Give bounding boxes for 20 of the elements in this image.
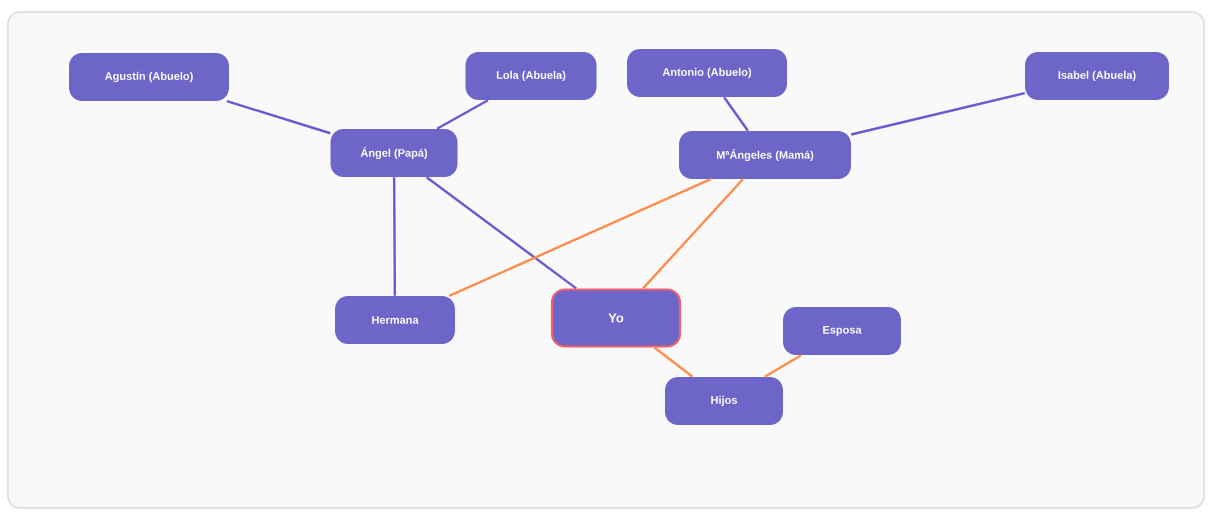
- connector-line: [850, 91, 1026, 136]
- person-box: Antonio (Abuelo): [627, 49, 787, 97]
- connector-line: [448, 178, 712, 297]
- person-box: Lola (Abuela): [465, 52, 597, 100]
- connector-line: [642, 178, 744, 290]
- person-box: Hijos: [665, 377, 783, 425]
- connector-line: [436, 99, 489, 130]
- person-box: Esposa: [783, 307, 901, 355]
- connector-line: [425, 176, 577, 290]
- connector-line: [653, 346, 694, 378]
- connector-line: [226, 100, 331, 135]
- connector-line: [723, 96, 749, 132]
- connector-line: [392, 177, 397, 296]
- person-box: Ángel (Papá): [330, 129, 458, 177]
- person-box: Hermana: [335, 296, 455, 344]
- person-box: Agustín (Abuelo): [69, 53, 229, 101]
- connector-line: [764, 354, 802, 378]
- person-box: Isabel (Abuela): [1025, 52, 1169, 100]
- person-box: MªÁngeles (Mamá): [679, 131, 851, 179]
- person-box: Yo: [550, 288, 682, 348]
